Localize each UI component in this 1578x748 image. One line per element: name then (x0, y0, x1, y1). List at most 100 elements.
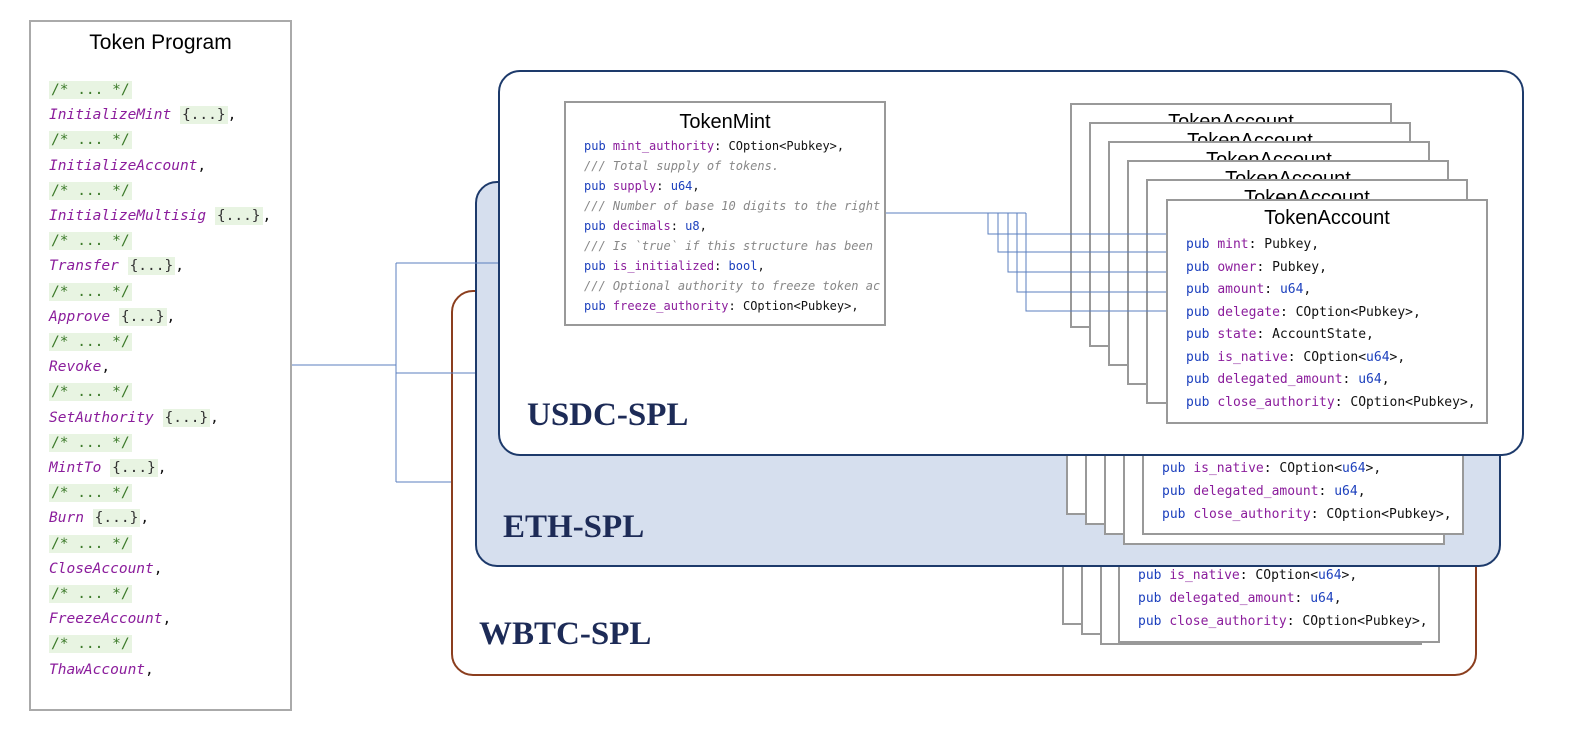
field-type: u64 (1334, 484, 1358, 499)
instruction-comment: /* ... */ (49, 383, 132, 402)
field-keyword: pub (1186, 304, 1210, 320)
field-sep: : (1264, 282, 1280, 297)
field-keyword: pub (584, 259, 606, 273)
field-keyword: pub (1162, 507, 1186, 522)
instruction-comment: /* ... */ (49, 282, 132, 301)
instruction-line: Approve {...}, (49, 307, 176, 326)
usdc-spl-label: USDC-SPL (527, 397, 689, 433)
comment-text: /* ... */ (49, 181, 132, 200)
mint-field: pub mint_authority: COption<Pubkey>, (584, 139, 844, 153)
instruction-trail: , (175, 258, 184, 275)
field-type-suffix: , (1311, 237, 1320, 252)
field-name: freeze_authority (612, 299, 729, 313)
field-type-prefix: AccountState (1272, 327, 1367, 342)
field-type: u64 (1310, 591, 1334, 606)
account-field: pub amount: u64, (1186, 282, 1311, 297)
instruction-trail: , (197, 157, 207, 174)
field-sep: : (1287, 349, 1304, 365)
field-keyword: pub (1138, 614, 1162, 629)
account-field: pub close_authority: COption<Pubkey>, (1138, 614, 1428, 629)
mint-doc-comment: /// Optional authority to freeze token a… (584, 279, 880, 293)
connector-line (1025, 213, 1166, 312)
doc-text: /// Optional authority to freeze token a… (584, 279, 881, 293)
account-field: pub state: AccountState, (1186, 327, 1374, 342)
instruction-trail: , (157, 460, 167, 476)
field-name: is_initialized (612, 259, 715, 273)
comment-text: /* ... */ (49, 635, 132, 654)
field-type-suffix: >, (1341, 568, 1358, 583)
field-trail: , (692, 179, 700, 193)
field-type-prefix: COption<Pubkey> (1326, 507, 1444, 522)
comment-text: /* ... */ (49, 232, 132, 251)
instruction-line: InitializeMultisig {...}, (49, 207, 271, 225)
comment-text: /* ... */ (49, 131, 132, 150)
instruction-trail: , (166, 308, 176, 325)
instruction-name: InitializeMint (49, 107, 172, 124)
instruction-brace: {...} (214, 207, 263, 225)
field-type-suffix: , (1333, 591, 1342, 606)
field-type-suffix: , (1303, 282, 1312, 297)
field-type-suffix: , (1443, 507, 1452, 522)
field-keyword: pub (1186, 237, 1210, 252)
field-type: u64 (670, 179, 693, 193)
instruction-name: Approve (49, 308, 111, 325)
account-field: pub is_native: COption<u64>, (1186, 350, 1405, 365)
field-type-suffix: , (1467, 394, 1476, 410)
instruction-comment: /* ... */ (49, 484, 132, 503)
instruction-brace: {...} (179, 106, 228, 125)
connector-line (997, 213, 1166, 253)
field-keyword: pub (1162, 484, 1186, 499)
instruction-trail: , (101, 359, 111, 376)
doc-text: /// Is `true` if this structure has been (584, 239, 873, 253)
instruction-brace: {...} (127, 257, 176, 276)
instruction-name: FreezeAccount (49, 611, 163, 628)
instruction-name: Revoke (49, 359, 102, 376)
instruction-name: ThawAccount (49, 661, 146, 678)
token-account-card: TokenAccount pub mint: Pubkey, pub owner: … (1166, 199, 1488, 424)
field-keyword: pub (1162, 461, 1186, 476)
account-field: pub owner: Pubkey, (1186, 260, 1327, 275)
instruction-trail: , (162, 611, 172, 628)
field-name: owner (1217, 259, 1257, 275)
field-type: COption<Pubkey> (742, 299, 852, 313)
field-name: delegated_amount (1193, 484, 1319, 499)
field-name: close_authority (1169, 614, 1287, 629)
field-type-suffix: , (1419, 614, 1428, 629)
comment-text: /* ... */ (49, 383, 132, 402)
field-sep: : (656, 179, 671, 193)
field-keyword: pub (584, 139, 606, 153)
field-type-suffix: , (1357, 484, 1366, 499)
mint-field: pub decimals: u8, (584, 219, 707, 233)
field-trail: , (836, 139, 845, 153)
field-name: state (1217, 327, 1257, 342)
field-type: u64 (1318, 568, 1342, 583)
field-trail: , (699, 219, 707, 233)
field-sep: : (1318, 484, 1335, 499)
token-mint-card: TokenMint pub mint_authority: COption<Pu… (564, 101, 886, 326)
instruction-name: CloseAccount (49, 560, 154, 577)
field-sep: : (1279, 304, 1296, 320)
instruction-brace: {...} (110, 459, 158, 477)
eth-spl-label: ETH-SPL (503, 509, 645, 545)
field-type: u64 (1279, 282, 1304, 297)
field-sep: : (1239, 568, 1256, 583)
field-type-prefix: COption< (1279, 461, 1343, 476)
mint-field: pub is_initialized: bool, (584, 259, 765, 273)
field-keyword: pub (1186, 394, 1210, 410)
account-field: pub delegated_amount: u64, (1162, 484, 1366, 499)
field-name: delegate (1217, 304, 1280, 320)
field-sep: : (670, 219, 686, 233)
field-sep: : (1286, 614, 1303, 629)
connector-line (1007, 213, 1166, 273)
instruction-name: Burn (49, 510, 84, 527)
instruction-comment: /* ... */ (49, 232, 132, 251)
token-program-panel: Token Program /* ... */InitializeMint {.… (29, 20, 292, 711)
token-account-title: TokenAccount (1264, 207, 1390, 229)
account-field: pub delegate: COption<Pubkey>, (1186, 305, 1421, 320)
instruction-line: InitializeMint {...}, (49, 106, 236, 125)
account-field: pub mint: Pubkey, (1186, 237, 1319, 252)
field-type-prefix: COption< (1255, 568, 1319, 583)
field-type: COption<Pubkey> (728, 139, 837, 153)
field-sep: : (714, 259, 729, 273)
